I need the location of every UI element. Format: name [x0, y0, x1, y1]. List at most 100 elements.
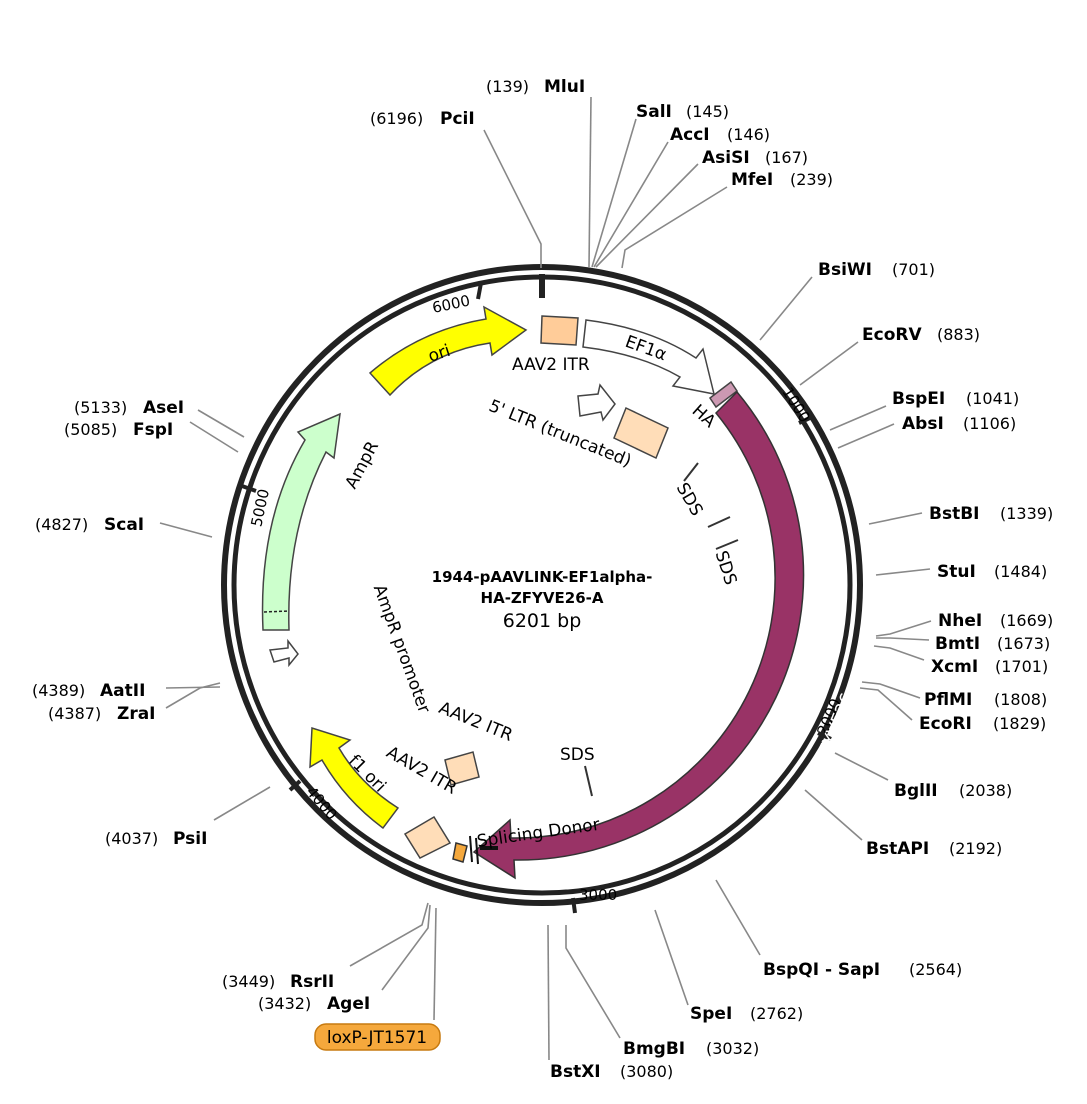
- site-name-asei[interactable]: AseI: [143, 398, 184, 418]
- leader-pcii: [483, 129, 542, 268]
- tick-5000: [241, 484, 257, 493]
- site-name-bglii[interactable]: BglII: [894, 781, 938, 801]
- site-pos-mlui: (139): [486, 77, 529, 96]
- site-name-rsrii[interactable]: RsrII: [290, 972, 334, 992]
- site-name-bspqi-sapi[interactable]: BspQI - SapI: [763, 960, 880, 980]
- site-pos-mfei: (239): [790, 170, 833, 189]
- site-pos-aatii: (4389): [32, 681, 85, 700]
- site-pos-bmgbi: (3032): [706, 1039, 759, 1058]
- site-name-bmti[interactable]: BmtI: [935, 634, 980, 654]
- site-leaders: [159, 96, 932, 1061]
- ampr-dotted-line: [263, 610, 290, 613]
- leader-ecorv: [799, 341, 859, 386]
- leader-xcmi: [873, 645, 925, 661]
- site-pos-zrai: (4387): [48, 704, 101, 723]
- aav2-itr-top-box[interactable]: [540, 315, 579, 346]
- site-labels: (139) MluI SalI (145) AccI (146) AsiSI (…: [32, 77, 1053, 1082]
- site-name-aatii[interactable]: AatII: [100, 681, 145, 701]
- site-name-scai[interactable]: ScaI: [104, 515, 144, 535]
- site-name-bsiwi[interactable]: BsiWI: [818, 260, 872, 280]
- ampr-label: AmpR: [342, 438, 384, 492]
- backbone: [221, 264, 863, 906]
- sds-mark-1: [683, 462, 699, 482]
- site-name-pcii[interactable]: PciI: [440, 109, 475, 129]
- leader-fspi: [189, 421, 239, 453]
- plasmid-size: 6201 bp: [503, 610, 582, 632]
- f1-ori-arrow[interactable]: [309, 726, 400, 830]
- site-pos-rsrii: (3449): [222, 972, 275, 991]
- site-name-absi[interactable]: AbsI: [902, 414, 944, 434]
- site-name-nhei[interactable]: NheI: [938, 611, 982, 631]
- site-name-mlui[interactable]: MluI: [544, 77, 585, 97]
- site-pos-sali: (145): [686, 102, 729, 121]
- site-pos-asei: (5133): [74, 398, 127, 417]
- site-pos-pflmi: (1808): [994, 690, 1047, 709]
- ampr-promoter-label: AmpR promoter: [369, 582, 434, 716]
- leader-asei: [197, 409, 245, 438]
- backbone-outer-ring: [221, 264, 863, 906]
- ltr-arrow[interactable]: [577, 383, 616, 422]
- leader-nhei: [875, 620, 932, 637]
- site-name-bstxi[interactable]: BstXI: [550, 1062, 601, 1082]
- site-name-ecorv[interactable]: EcoRV: [862, 325, 922, 345]
- site-pos-psii: (4037): [105, 829, 158, 848]
- sds-label-1: SDS: [672, 480, 707, 520]
- leader-bsiwi: [759, 276, 813, 341]
- site-name-psii[interactable]: PsiI: [173, 829, 207, 849]
- site-name-pflmi[interactable]: PflMI: [924, 690, 972, 710]
- leader-bstapi: [804, 789, 863, 841]
- loxp-badge[interactable]: loxP-JT1571: [314, 1023, 441, 1051]
- site-name-ecori[interactable]: EcoRI: [919, 714, 972, 734]
- zfyve26-arrow[interactable]: [472, 390, 805, 880]
- ltr-box[interactable]: [613, 406, 669, 460]
- loxp-badge-label: loxP-JT1571: [327, 1028, 427, 1048]
- site-pos-bsiwi: (701): [892, 260, 935, 279]
- aav2-itr-mid-box[interactable]: [444, 751, 480, 786]
- tick-6000: [476, 282, 483, 300]
- site-name-bstbi[interactable]: BstBI: [929, 504, 980, 524]
- tick-3000: [571, 897, 577, 914]
- loxp-box[interactable]: [452, 842, 468, 863]
- site-name-bspei[interactable]: BspEI: [892, 389, 945, 409]
- leader-bspei: [829, 405, 887, 431]
- site-pos-stui: (1484): [994, 562, 1047, 581]
- tick-label-1000: 1000: [778, 384, 814, 426]
- site-name-stui[interactable]: StuI: [937, 562, 976, 582]
- site-pos-spei: (2762): [750, 1004, 803, 1023]
- site-name-asisi[interactable]: AsiSI: [702, 148, 750, 168]
- site-name-xcmi[interactable]: XcmI: [931, 657, 978, 677]
- site-name-zrai[interactable]: ZraI: [117, 704, 156, 724]
- ori-arrow[interactable]: [368, 305, 528, 397]
- tick-4000: [288, 779, 302, 792]
- splicing-donor-tick-1: [469, 835, 473, 863]
- sds-mark-2: [707, 516, 731, 528]
- site-pos-acci: (146): [727, 125, 770, 144]
- site-name-bmgbi[interactable]: BmgBI: [623, 1039, 685, 1059]
- site-name-fspi[interactable]: FspI: [133, 420, 173, 440]
- site-name-mfei[interactable]: MfeI: [731, 170, 773, 190]
- leader-rsrii: [349, 902, 429, 967]
- site-name-sali[interactable]: SalI: [636, 102, 672, 122]
- site-pos-agei: (3432): [258, 994, 311, 1013]
- site-name-spei[interactable]: SpeI: [690, 1004, 732, 1024]
- site-name-bstapi[interactable]: BstAPI: [866, 839, 929, 859]
- tick-1000: [798, 415, 813, 425]
- site-pos-bstxi: (3080): [620, 1062, 673, 1081]
- sds-label-2: SDS: [711, 548, 741, 587]
- leader-loxp: [433, 907, 437, 1021]
- ampr-promoter-arrow[interactable]: [268, 638, 299, 668]
- ef1a-arrow[interactable]: [582, 319, 716, 395]
- leader-scai: [159, 522, 213, 538]
- site-name-acci[interactable]: AccI: [670, 125, 710, 145]
- site-name-agei[interactable]: AgeI: [327, 994, 370, 1014]
- leader-psii: [213, 786, 271, 821]
- ampr-arrow[interactable]: [261, 412, 341, 631]
- aav2-itr-mid-label: AAV2 ITR: [436, 698, 516, 746]
- leader-bstbi: [868, 512, 923, 525]
- loxp-badge-bg: [314, 1023, 441, 1051]
- aav2-itr-low-box[interactable]: [403, 815, 452, 859]
- leader-spei: [654, 909, 689, 1006]
- site-pos-absi: (1106): [963, 414, 1016, 433]
- plasmid-name-line-2: HA-ZFYVE26-A: [481, 589, 604, 607]
- site-pos-asisi: (167): [765, 148, 808, 167]
